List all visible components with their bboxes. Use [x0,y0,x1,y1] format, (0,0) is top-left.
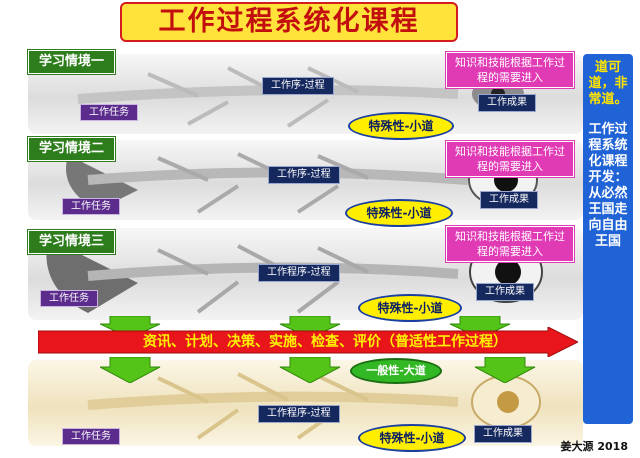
process-label-3: 工作程序-过程 [258,264,340,282]
specific-path-3: 特殊性-小道 [358,294,462,322]
side-panel-heading: 道可道，非常道。 [588,60,628,107]
green-arrows-upper [100,316,511,338]
process-label-1: 工作序-过程 [262,77,334,95]
side-panel: 道可道，非常道。 工作过程系统化课程开发：从必然王国走向自由王国 [583,54,633,424]
task-label-3: 工作任务 [40,290,98,307]
side-panel-body: 工作过程系统化课程开发：从必然王国走向自由王国 [588,122,628,249]
knowledge-note-3: 知识和技能根据工作过程的需要进入 [446,226,574,262]
knowledge-note-1: 知识和技能根据工作过程的需要进入 [446,52,574,88]
task-label-general: 工作任务 [62,428,120,445]
universal-process-bar: 资讯、计划、决策、实施、检查、评价（普适性工作过程） [38,327,578,357]
page-title: 工作过程系统化课程 [120,2,458,42]
result-label-1: 工作成果 [478,94,536,112]
general-path-oval: 一般性-大道 [350,358,442,384]
author-credit: 姜大源 2018 [560,440,628,453]
result-label-general: 工作成果 [474,425,532,443]
context-label-2: 学习情境二 [28,137,116,161]
specific-path-general: 特殊性-小道 [358,424,466,452]
result-label-2: 工作成果 [480,191,538,209]
red-arrow-shape [38,327,578,357]
context-label-3: 学习情境三 [28,230,116,254]
context-label-1: 学习情境一 [28,50,116,74]
task-label-1: 工作任务 [80,104,138,121]
universal-process-text: 资讯、计划、决策、实施、检查、评价（普适性工作过程） [143,334,507,350]
specific-path-1: 特殊性-小道 [348,112,454,140]
result-label-3: 工作成果 [476,283,534,301]
task-label-2: 工作任务 [62,198,120,215]
process-label-2: 工作序-过程 [268,166,340,184]
specific-path-2: 特殊性-小道 [345,199,453,227]
green-arrows-lower [100,357,536,383]
knowledge-note-2: 知识和技能根据工作过程的需要进入 [446,141,574,177]
process-label-general: 工作程序-过程 [258,405,340,423]
